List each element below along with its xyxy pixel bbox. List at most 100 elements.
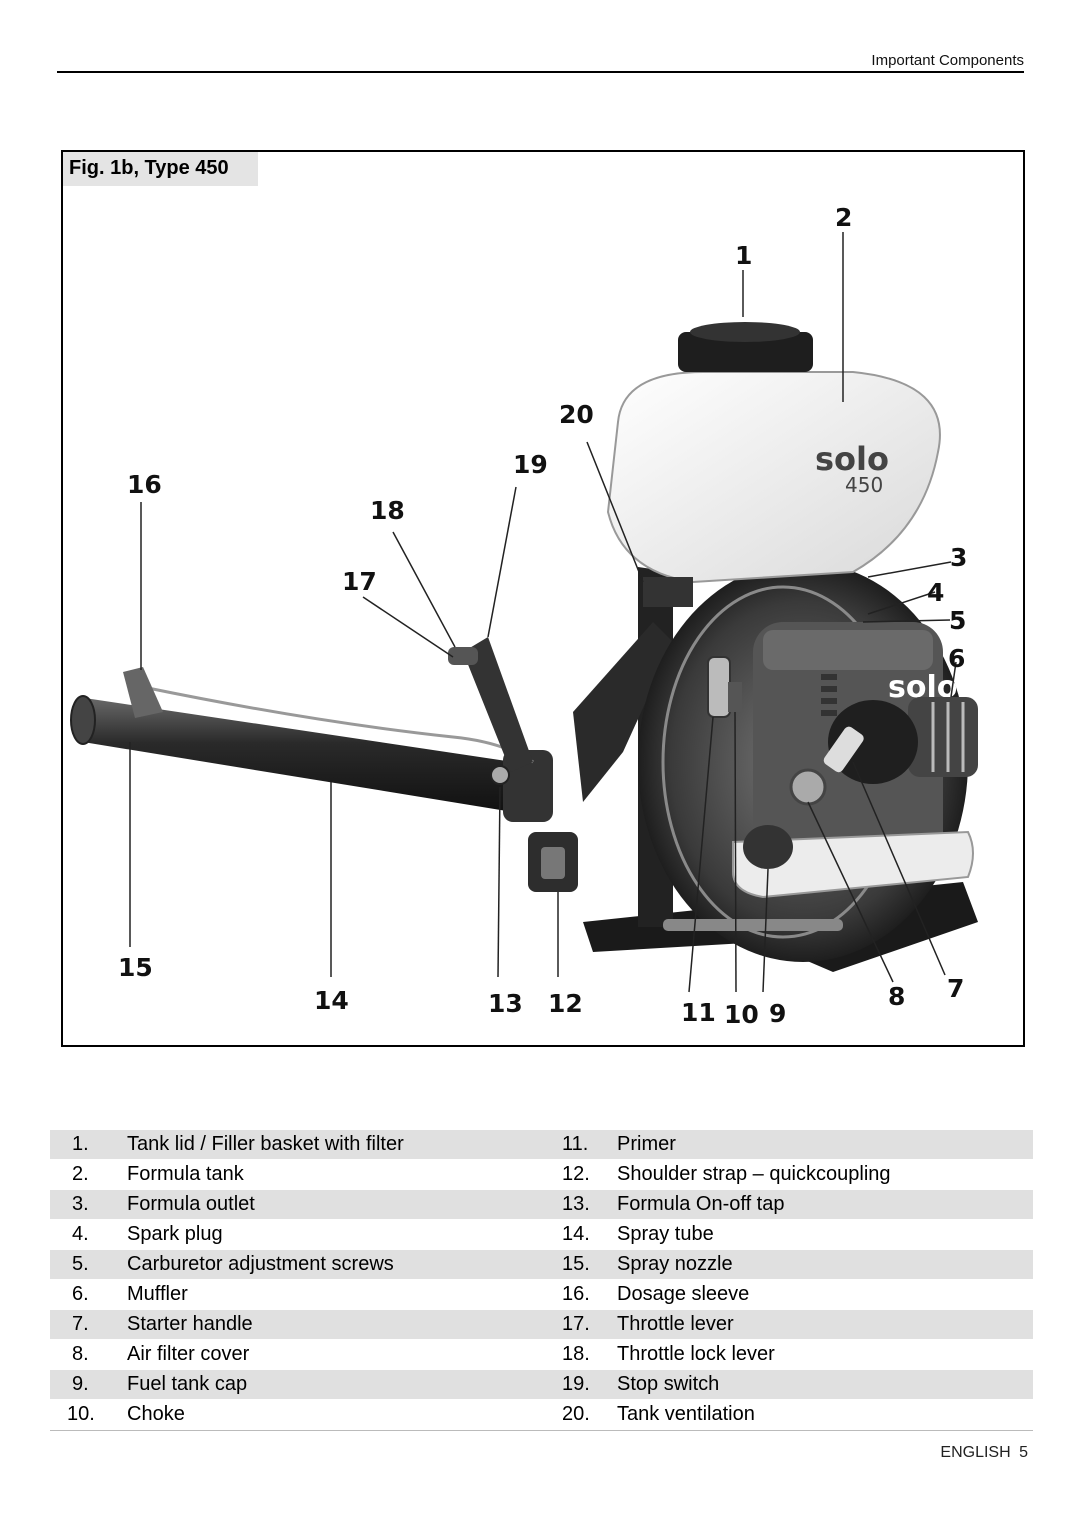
legend-number: 12. — [562, 1163, 590, 1185]
legend-row: 9. Fuel tank cap 19. Stop switch — [50, 1370, 1033, 1399]
frame-brace — [573, 622, 673, 802]
callout-numbers: 1 2 3 4 5 6 7 8 9 10 11 12 13 14 15 16 1… — [118, 203, 967, 1029]
legend-label: Tank ventilation — [617, 1403, 755, 1425]
legend-number: 19. — [562, 1373, 590, 1395]
legend-number: 2. — [72, 1163, 89, 1185]
legend-row: 10. Choke 20. Tank ventilation — [50, 1400, 1033, 1429]
callout-6: 6 — [948, 644, 965, 673]
callout-13: 13 — [488, 989, 523, 1018]
spray-tube — [78, 697, 513, 812]
engine-vents — [821, 674, 837, 716]
legend-number: 15. — [562, 1253, 590, 1275]
callout-1: 1 — [735, 241, 752, 270]
figure-title: Fig. 1b, Type 450 — [63, 152, 258, 186]
legend-label: Fuel tank cap — [127, 1373, 248, 1395]
legend-row: 4. Spark plug 14. Spray tube — [50, 1220, 1033, 1249]
legend-label: Formula tank — [127, 1163, 244, 1185]
callout-2: 2 — [835, 203, 852, 232]
callout-14: 14 — [314, 986, 349, 1015]
section-title: Important Components — [871, 52, 1024, 69]
callout-3: 3 — [950, 543, 967, 572]
callout-20: 20 — [559, 400, 594, 429]
legend-number: 20. — [562, 1403, 590, 1425]
legend-number: 8. — [72, 1343, 89, 1365]
legend-number: 18. — [562, 1343, 590, 1365]
legend-row: 2. Formula tank 12. Shoulder strap – qui… — [50, 1160, 1033, 1189]
legend-label: Tank lid / Filler basket with filter — [127, 1133, 404, 1155]
callout-17: 17 — [342, 567, 377, 596]
throttle-lever — [448, 647, 478, 665]
legend-row: 7. Starter handle 17. Throttle lever — [50, 1310, 1033, 1339]
tank-lid — [678, 332, 813, 372]
legend-number: 1. — [72, 1133, 89, 1155]
formula-tap — [490, 765, 510, 785]
choke — [728, 682, 742, 712]
legend-label: Throttle lever — [617, 1313, 734, 1335]
footer-language: ENGLISH — [940, 1444, 1011, 1461]
legend-row: 5. Carburetor adjustment screws 15. Spra… — [50, 1250, 1033, 1279]
callout-15: 15 — [118, 953, 153, 982]
legend-number: 14. — [562, 1223, 590, 1245]
callout-4: 4 — [927, 578, 944, 607]
legend-row: 8. Air filter cover 18. Throttle lock le… — [50, 1340, 1033, 1369]
sprayer-illustration: solo solo 450 — [70, 203, 978, 1029]
control-handle — [463, 637, 533, 772]
legend-number: 17. — [562, 1313, 590, 1335]
legend-number: 6. — [72, 1283, 89, 1305]
legend-number: 4. — [72, 1223, 89, 1245]
parts-legend: 1. Tank lid / Filler basket with filter … — [50, 1130, 1033, 1430]
callout-12: 12 — [548, 989, 583, 1018]
legend-label: Spark plug — [127, 1223, 223, 1245]
callout-8: 8 — [888, 982, 905, 1011]
legend-number: 11. — [562, 1133, 589, 1155]
muffler — [908, 697, 978, 777]
tank-logo: solo — [815, 440, 889, 478]
callout-10: 10 — [724, 1000, 759, 1029]
callout-18: 18 — [370, 496, 405, 525]
legend-label: Spray tube — [617, 1223, 714, 1245]
legend-number: 5. — [72, 1253, 89, 1275]
legend-row: 3. Formula outlet 13. Formula On-off tap — [50, 1190, 1033, 1219]
legend-label: Formula On-off tap — [617, 1193, 785, 1215]
callout-9: 9 — [769, 999, 786, 1028]
starter-handle — [828, 700, 918, 784]
primer — [707, 656, 731, 718]
formula-outlet — [643, 577, 693, 607]
legend-row: 6. Muffler 16. Dosage sleeve — [50, 1280, 1033, 1309]
legend-label: Stop switch — [617, 1373, 720, 1395]
legend-rule — [50, 1430, 1033, 1431]
legend-label: Muffler — [127, 1283, 188, 1305]
legend-label: Primer — [617, 1133, 676, 1155]
legend-number: 13. — [562, 1193, 590, 1215]
fuel-tank-cap — [743, 825, 793, 869]
page-number: 5 — [1019, 1444, 1028, 1461]
legend-label: Shoulder strap – quickcoupling — [617, 1163, 891, 1185]
legend-label: Air filter cover — [127, 1343, 250, 1365]
legend-number: 16. — [562, 1283, 590, 1305]
formula-tank — [606, 371, 941, 584]
legend-label: Spray nozzle — [617, 1253, 733, 1275]
legend-label: Throttle lock lever — [617, 1343, 775, 1365]
frame-bar — [663, 919, 843, 931]
dosage-sleeve — [123, 667, 163, 718]
legend-label: Formula outlet — [127, 1193, 255, 1215]
legend-number: 9. — [72, 1373, 89, 1395]
callout-16: 16 — [127, 470, 162, 499]
callout-19: 19 — [513, 450, 548, 479]
figure-frame: solo solo 450 — [61, 150, 1025, 1047]
legend-label: Choke — [127, 1403, 185, 1425]
page-footer: ENGLISH 5 — [940, 1444, 1028, 1462]
leader-lines — [129, 232, 957, 993]
legend-label: Starter handle — [127, 1313, 253, 1335]
header-rule — [57, 71, 1024, 73]
tank-model: 450 — [845, 473, 883, 497]
air-filter-cover — [789, 768, 827, 806]
callout-5: 5 — [949, 606, 966, 635]
legend-label: Dosage sleeve — [617, 1283, 750, 1305]
callout-7: 7 — [947, 974, 964, 1003]
callout-11: 11 — [681, 998, 716, 1027]
legend-number: 10. — [67, 1403, 95, 1425]
legend-number: 7. — [72, 1313, 89, 1335]
fuel-tank — [732, 830, 974, 899]
legend-label: Carburetor adjustment screws — [127, 1253, 394, 1275]
